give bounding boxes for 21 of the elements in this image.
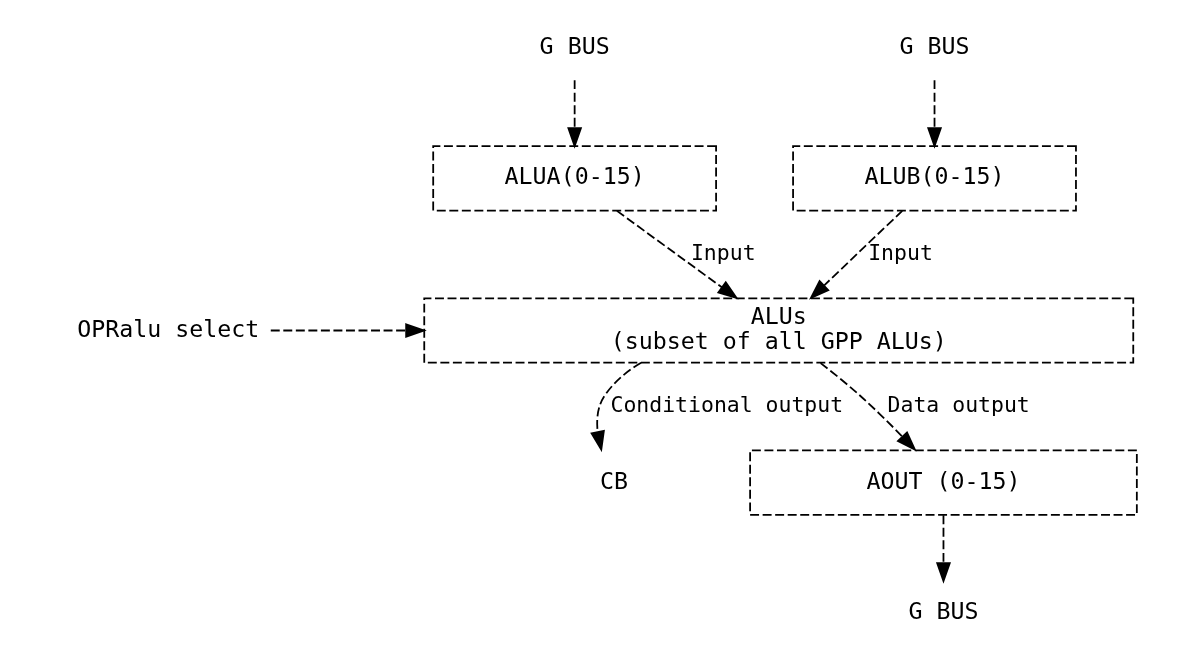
node-box: ALUs (subset of all GPP ALUs) — [423, 297, 1135, 364]
node-box: ALUB(0-15) — [792, 145, 1077, 212]
edge-label: Data output — [887, 392, 1030, 418]
node-text: OPRalu select — [77, 314, 260, 342]
arrow — [819, 362, 917, 452]
node-text: G BUS — [899, 31, 970, 59]
node-text: G BUS — [908, 597, 979, 625]
node-text: G BUS — [539, 31, 610, 59]
arrow — [616, 210, 739, 300]
arrow — [567, 79, 583, 149]
arrow — [809, 210, 904, 300]
node-box: AOUT (0-15) — [749, 449, 1138, 516]
node-box: ALUA(0-15) — [432, 145, 717, 212]
edge-label: Input — [868, 239, 933, 265]
edge-label: Conditional output — [610, 392, 844, 418]
arrow — [935, 514, 951, 584]
node-text: CB — [600, 466, 629, 494]
edge-label: Input — [690, 239, 756, 265]
arrow — [927, 79, 943, 149]
arrow — [590, 361, 642, 453]
arrow — [269, 322, 427, 339]
